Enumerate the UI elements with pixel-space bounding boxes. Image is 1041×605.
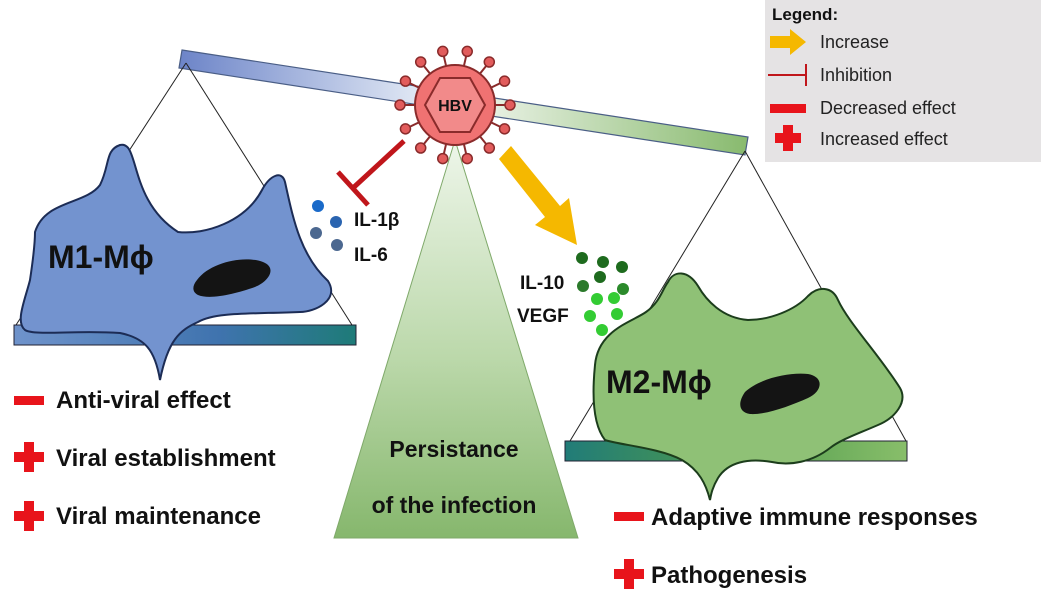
increase-arrow	[499, 146, 577, 245]
center-line-2: of the infection	[372, 492, 537, 518]
minus-icon	[614, 512, 644, 521]
m2-macrophage: M2-Mϕ	[592, 272, 904, 501]
inhibition-icon	[768, 64, 807, 86]
virus-spike-head	[437, 152, 449, 165]
m1-cytokine-il6: IL-6	[354, 245, 388, 266]
m2-effect-2: Pathogenesis	[651, 562, 807, 589]
virus-spike-head	[461, 152, 473, 165]
legend-label-inhibition: Inhibition	[820, 65, 892, 85]
virus-spike-head	[414, 56, 427, 68]
virus-spike-head	[461, 45, 473, 58]
arrow-right-icon	[770, 29, 806, 55]
virus-spike-head	[498, 75, 511, 87]
m1-effect-1: Anti-viral effect	[56, 387, 231, 414]
virus-spike-head	[414, 142, 427, 154]
m2-cytokine-il10: IL-10	[520, 273, 564, 294]
virus-spike-head	[399, 75, 412, 87]
virus-spike-head	[504, 99, 516, 111]
legend-background	[765, 0, 1041, 162]
legend-label-increase: Increase	[820, 32, 889, 52]
m2-cytokine-vegf: VEGF	[517, 306, 569, 327]
fulcrum-triangle	[333, 138, 579, 539]
minus-icon	[770, 104, 806, 113]
virus-spike-head	[498, 123, 511, 135]
m1-effect-3: Viral maintenance	[56, 503, 261, 530]
m2-nucleus	[740, 373, 820, 415]
m2-label: M2-Mϕ	[606, 364, 712, 400]
legend: Legend: Increase Inhibition Decreased ef…	[765, 0, 1041, 162]
m2-effect-1: Adaptive immune responses	[651, 504, 978, 531]
plus-icon	[14, 442, 44, 472]
legend-label-increased: Increased effect	[820, 129, 948, 149]
hbv-virus: HBV	[394, 45, 516, 165]
virus-spike-head	[483, 56, 496, 68]
virus-spike-head	[394, 99, 406, 111]
m1-nucleus	[193, 259, 271, 297]
virus-spike-head	[437, 45, 449, 58]
minus-icon	[14, 396, 44, 405]
legend-label-decreased: Decreased effect	[820, 98, 956, 118]
m1-label: M1-Mϕ	[48, 239, 154, 275]
plus-icon	[614, 559, 644, 589]
m1-effect-2: Viral establishment	[56, 445, 276, 472]
m2-effects: Adaptive immune responses Pathogenesis	[614, 504, 978, 589]
center-line-1: Persistance	[389, 436, 518, 462]
virus-spike-head	[483, 142, 496, 154]
plus-icon	[775, 125, 801, 151]
m2-cytokine-dots	[576, 252, 629, 336]
legend-title: Legend:	[772, 5, 838, 24]
inhibition-arrow	[336, 139, 406, 207]
virus-spike-head	[399, 123, 412, 135]
virus-core	[423, 77, 487, 133]
m1-cytokine-il1b: IL-1β	[354, 210, 399, 231]
virus-label: HBV	[438, 98, 472, 115]
plus-icon	[14, 501, 44, 531]
m1-cytokine-dots	[310, 200, 343, 251]
m1-effects: Anti-viral effect Viral establishment Vi…	[14, 387, 276, 531]
m1-macrophage: M1-Mϕ	[19, 143, 333, 381]
